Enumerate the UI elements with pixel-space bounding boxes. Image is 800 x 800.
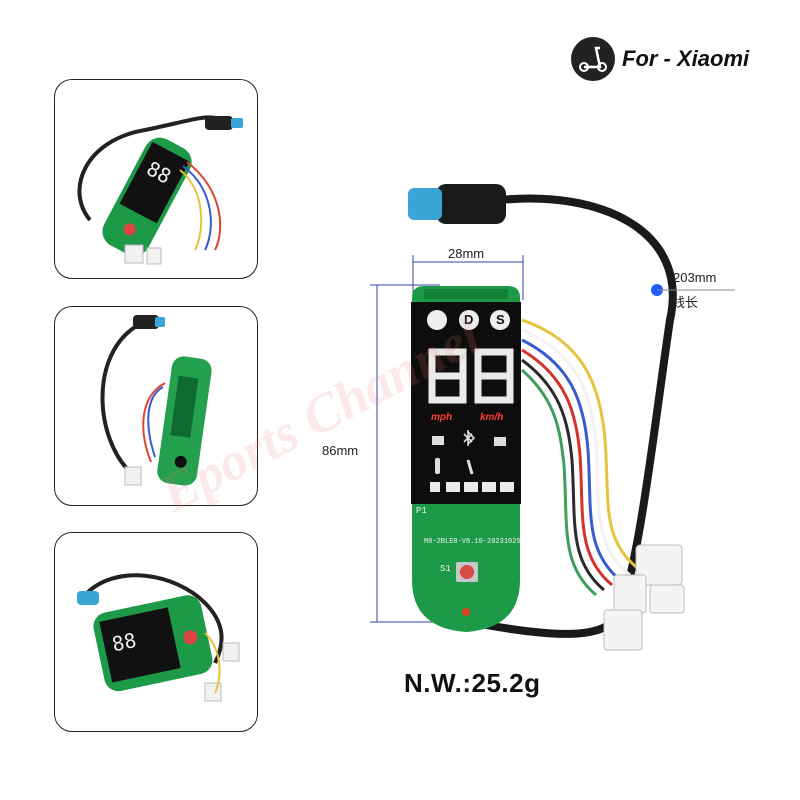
cable-length-cn-label: 线长 [672,295,699,310]
mode-s-label: S [496,312,505,327]
mph-label: mph [431,412,453,423]
connector-white-3 [603,609,643,651]
cable-length-label: 203mm [673,270,717,285]
speed-digits [428,348,514,404]
connector-white-2 [613,574,647,614]
pcb-p1-label: P1 [416,506,427,516]
thumbnail-front[interactable]: 88 [54,79,258,279]
width-label: 28mm [448,246,485,261]
bluetooth-icon [463,430,476,446]
svg-text:88: 88 [110,628,139,656]
height-label: 86mm [322,443,359,458]
pcb-s1-label: S1 [440,564,451,574]
net-weight: N.W.:25.2g [404,668,541,698]
lock-icon [494,437,506,446]
mode-d-label: D [464,312,474,327]
pcb-model-label: M0-2BLE8-V8.10-20231025 [424,538,521,546]
cable [456,194,677,638]
headlight-icon [432,436,444,445]
wrench-icon [466,459,474,475]
thermometer-icon [435,458,440,474]
brand-text: For - Xiaomi [622,46,750,71]
battery-bar [430,482,514,492]
kmh-label: km/h [480,412,504,423]
walk-mode-icon [427,310,447,330]
thumbnail-angle[interactable]: 88 [54,532,258,732]
thumbnail-back[interactable] [54,306,258,506]
mode-d-icon [459,310,479,330]
scooter-icon [571,37,615,81]
brand: For - Xiaomi [570,36,749,82]
cable-connector [436,184,506,224]
mode-s-icon [490,310,510,330]
